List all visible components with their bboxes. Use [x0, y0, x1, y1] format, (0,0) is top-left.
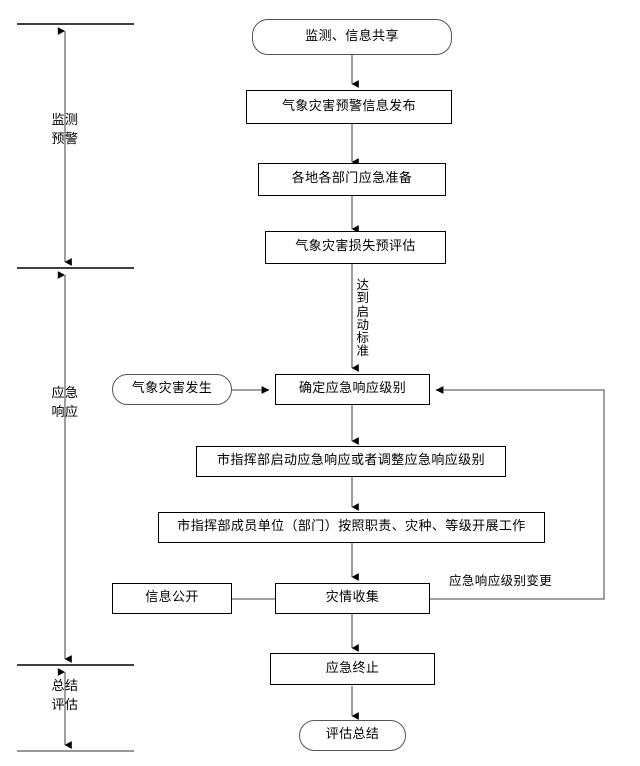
node-member-units[interactable]: 市指挥部成员单位（部门）按照职责、灾种、等级开展工作 — [158, 512, 545, 543]
node-terminate[interactable]: 应急终止 — [270, 653, 435, 685]
node-monitor-share[interactable]: 监测、信息共享 — [252, 19, 452, 55]
conn-feedback-level-change — [430, 386, 605, 600]
node-collect-disaster[interactable]: 灾情收集 — [275, 583, 430, 614]
side-connectors — [232, 386, 605, 600]
edge-label-level-change: 应急响应级别变更 — [449, 573, 553, 588]
phase-label-monitoring: 监测 预警 — [51, 113, 79, 147]
node-assess-summary[interactable]: 评估总结 — [299, 720, 406, 751]
phase-label-summary: 总结 评估 — [51, 679, 79, 713]
node-warning-release[interactable]: 气象灾害预警信息发布 — [246, 90, 452, 124]
node-determine-level[interactable]: 确定应急响应级别 — [275, 374, 430, 405]
node-loss-preassess[interactable]: 气象灾害损失预评估 — [265, 231, 446, 264]
phase-label-response: 应急 响应 — [51, 386, 79, 420]
node-dept-prepare[interactable]: 各地各部门应急准备 — [258, 163, 446, 196]
node-disaster-occurs[interactable]: 气象灾害发生 — [112, 374, 232, 405]
node-info-public[interactable]: 信息公开 — [112, 583, 232, 614]
edge-label-trigger: 达 到 启 动 标 准 — [356, 277, 370, 359]
node-hq-start[interactable]: 市指挥部启动应急响应或者调整应急响应级别 — [196, 446, 506, 477]
